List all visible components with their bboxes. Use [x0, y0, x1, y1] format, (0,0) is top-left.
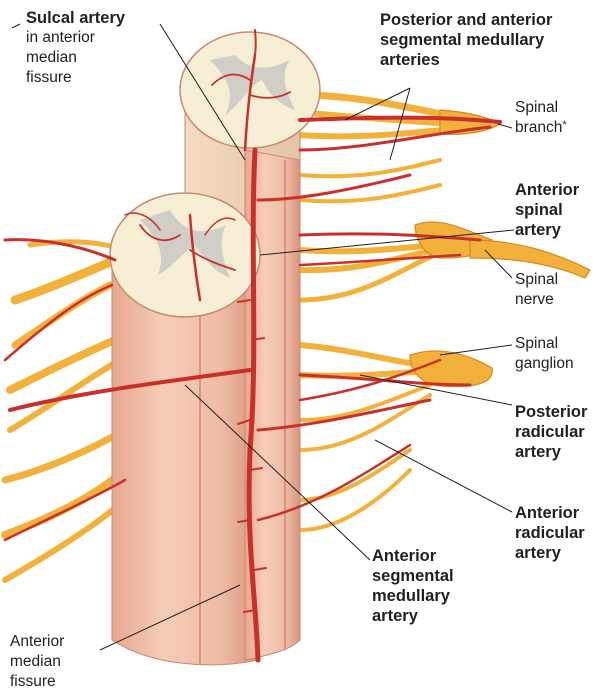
anterior-spinal-artery-line-1: Anterior — [515, 180, 579, 200]
anterior-radicular-artery-label: Anterior radicular artery — [515, 503, 585, 563]
sulcal-artery-sub-3: fissure — [26, 68, 125, 88]
sulcal-artery-sub-2: median — [26, 48, 125, 68]
sulcal-artery-title: Sulcal artery — [26, 8, 125, 28]
anterior-segmental-medullary-line-2: segmental — [372, 566, 454, 586]
nerve-roots-left — [5, 242, 125, 580]
anterior-median-fissure-line-2: median — [10, 652, 64, 672]
anterior-segmental-medullary-artery-label: Anterior segmental medullary artery — [372, 546, 454, 626]
spinal-nerve-line-1: Spinal — [515, 270, 558, 290]
sulcal-artery-sub-1: in anterior — [26, 28, 125, 48]
spinal-branch-label: Spinal branch* — [515, 98, 567, 138]
anterior-median-fissure-label: Anterior median fissure — [10, 632, 64, 692]
anterior-segmental-medullary-line-4: artery — [372, 606, 454, 626]
posterior-radicular-artery-line-3: artery — [515, 442, 587, 462]
anterior-median-fissure-line-3: fissure — [10, 672, 64, 692]
posterior-radicular-artery-line-1: Posterior — [515, 402, 587, 422]
spinal-branch-line-2: branch — [515, 119, 562, 136]
anterior-radicular-artery-line-1: Anterior — [515, 503, 585, 523]
spinal-branch-asterisk: * — [562, 119, 566, 131]
segmental-medullary-line-3: arteries — [380, 50, 552, 70]
spinal-nerve-line-2: nerve — [515, 290, 558, 310]
spinal-ganglion-line-1: Spinal — [515, 334, 574, 354]
anterior-radicular-artery-line-3: artery — [515, 543, 585, 563]
segmental-medullary-arteries-label: Posterior and anterior segmental medulla… — [380, 10, 552, 70]
anterior-segmental-medullary-line-1: Anterior — [372, 546, 454, 566]
anterior-spinal-artery-label: Anterior spinal artery — [515, 180, 579, 240]
spinal-branch-line-1: Spinal — [515, 98, 567, 118]
segmental-medullary-line-2: segmental medullary — [380, 30, 552, 50]
spinal-nerve-label: Spinal nerve — [515, 270, 558, 310]
anterior-median-fissure-line-1: Anterior — [10, 632, 64, 652]
nerve-roots-right — [300, 95, 470, 530]
spinal-cord-lower-segment — [110, 150, 300, 665]
posterior-radicular-artery-label: Posterior radicular artery — [515, 402, 587, 462]
anterior-radicular-artery-line-2: radicular — [515, 523, 585, 543]
sulcal-artery-label: Sulcal artery in anterior median fissure — [26, 8, 125, 88]
anterior-segmental-medullary-line-3: medullary — [372, 586, 454, 606]
anterior-spinal-artery-line-2: spinal — [515, 200, 579, 220]
spinal-ganglion-label: Spinal ganglion — [515, 334, 574, 374]
segmental-medullary-line-1: Posterior and anterior — [380, 10, 552, 30]
spinal-ganglion-line-2: ganglion — [515, 354, 574, 374]
anterior-spinal-artery-line-3: artery — [515, 220, 579, 240]
posterior-radicular-artery-line-2: radicular — [515, 422, 587, 442]
